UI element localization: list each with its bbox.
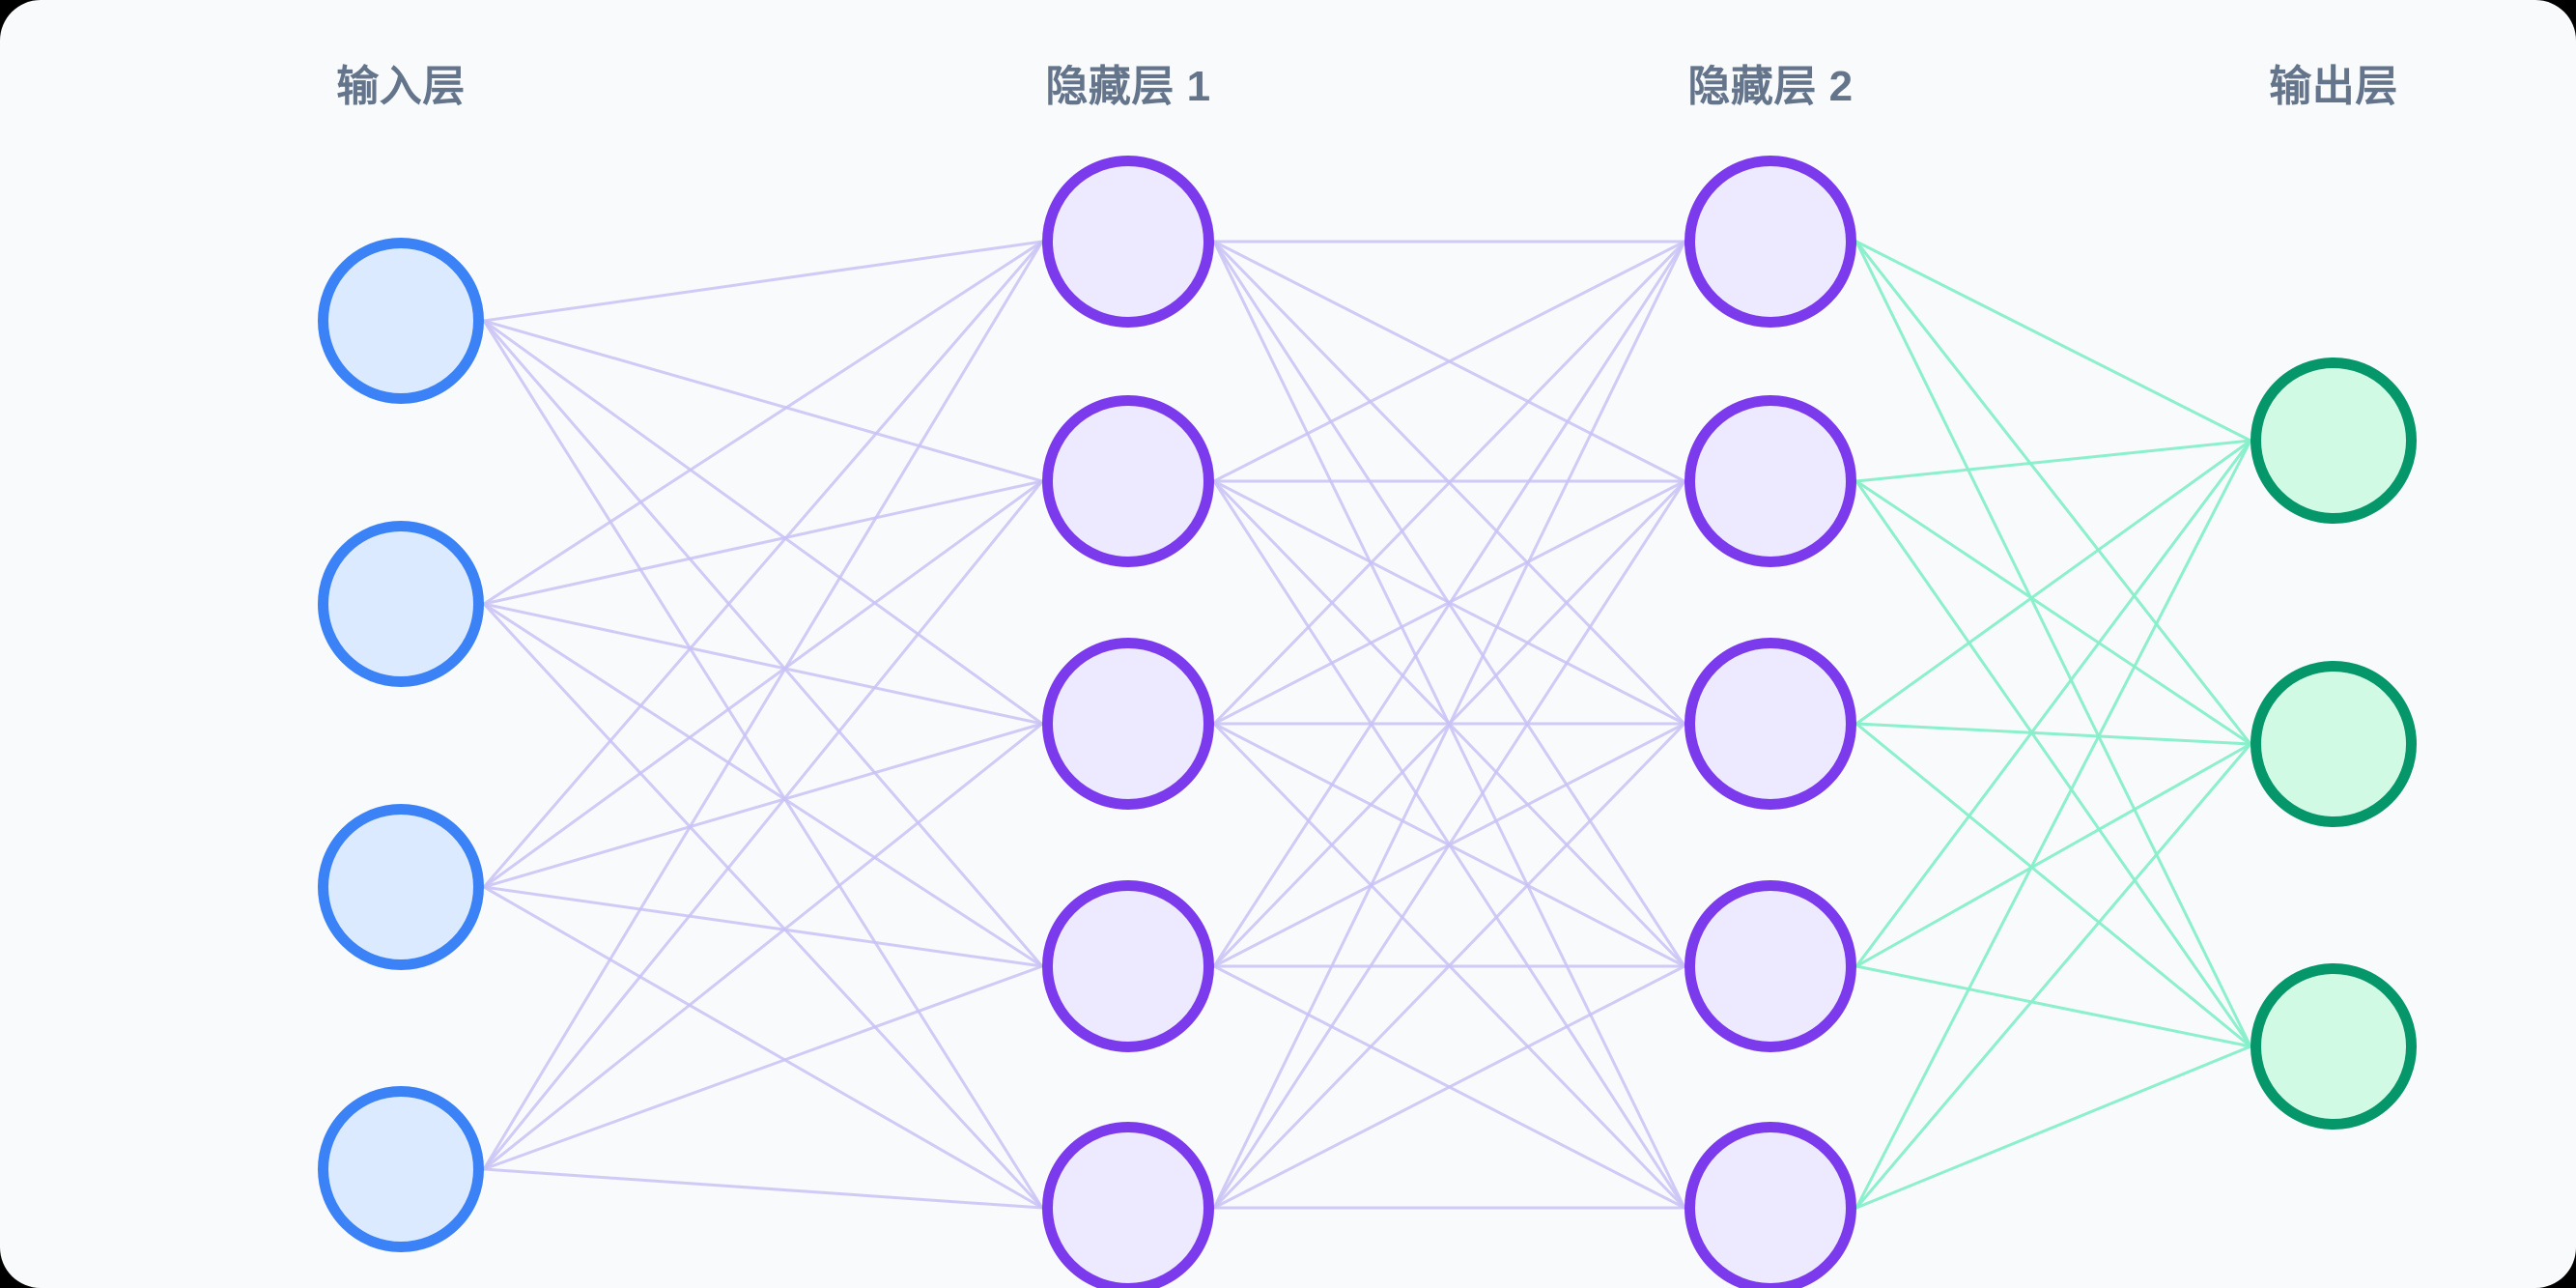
connection-line	[1854, 742, 2252, 968]
neuron-node-output-2[interactable]	[2250, 661, 2417, 827]
connection-line	[482, 602, 1044, 968]
connection-line	[482, 885, 1044, 968]
connection-line	[482, 722, 1044, 1171]
connection-line	[1854, 240, 2252, 443]
neuron-node-hidden1-4[interactable]	[1042, 880, 1214, 1052]
connection-line	[482, 885, 1044, 1210]
neuron-node-hidden2-1[interactable]	[1684, 156, 1856, 328]
connection-line	[1854, 439, 2252, 1210]
neuron-node-hidden1-2[interactable]	[1042, 395, 1214, 567]
connection-line	[482, 479, 1044, 889]
neuron-node-hidden2-3[interactable]	[1684, 638, 1856, 810]
layer-label-input: 输入层	[336, 63, 466, 110]
connection-line	[1212, 240, 1686, 483]
connection-line	[1212, 240, 1686, 1210]
connection-line	[482, 1167, 1044, 1210]
connection-line	[482, 240, 1044, 1171]
neuron-node-input-2[interactable]	[318, 521, 484, 687]
connection-line	[482, 602, 1044, 726]
connection-line	[482, 479, 1044, 1171]
connection-line	[1212, 479, 1686, 1210]
connection-line	[482, 319, 1044, 1210]
neuron-node-output-1[interactable]	[2250, 358, 2417, 524]
connection-line	[1854, 240, 2252, 746]
connection-line	[482, 479, 1044, 606]
connection-line	[1854, 722, 2252, 1048]
connection-line	[482, 602, 1044, 1210]
neuron-node-input-1[interactable]	[318, 238, 484, 404]
neuron-node-hidden1-3[interactable]	[1042, 638, 1214, 810]
connection-line	[482, 722, 1044, 889]
connection-line	[482, 240, 1044, 889]
connection-line	[482, 240, 1044, 606]
neuron-node-hidden1-5[interactable]	[1042, 1122, 1214, 1288]
connection-line	[1212, 240, 1686, 968]
connection-line	[1854, 964, 2252, 1048]
connection-line	[1212, 964, 1686, 1210]
neuron-node-input-4[interactable]	[318, 1086, 484, 1252]
connection-line	[1854, 439, 2252, 968]
neuron-node-hidden2-4[interactable]	[1684, 880, 1856, 1052]
connection-line	[1854, 240, 2252, 1048]
neuron-node-hidden2-2[interactable]	[1684, 395, 1856, 567]
connection-line	[1212, 240, 1686, 726]
connection-line	[482, 240, 1044, 323]
connections-group	[482, 240, 2252, 1210]
neuron-node-hidden1-1[interactable]	[1042, 156, 1214, 328]
connection-line	[482, 319, 1044, 483]
nodes-group	[318, 156, 2417, 1288]
layer-label-hidden1: 隐藏层 1	[1045, 63, 1211, 110]
connection-line	[1854, 479, 2252, 746]
connection-line	[482, 319, 1044, 968]
neuron-node-input-3[interactable]	[318, 804, 484, 970]
connection-line	[1854, 439, 2252, 483]
connection-line	[482, 319, 1044, 726]
layer-label-output: 输出层	[2269, 63, 2398, 110]
connection-line	[1854, 722, 2252, 746]
connection-line	[1854, 742, 2252, 1210]
connection-line	[1854, 1045, 2252, 1210]
connection-line	[1212, 722, 1686, 1210]
connection-line	[482, 964, 1044, 1171]
neuron-node-hidden2-5[interactable]	[1684, 1122, 1856, 1288]
layer-label-hidden2: 隐藏层 2	[1687, 63, 1854, 110]
connection-line	[1854, 479, 2252, 1048]
neuron-node-output-3[interactable]	[2250, 963, 2417, 1130]
connection-line	[1854, 439, 2252, 726]
